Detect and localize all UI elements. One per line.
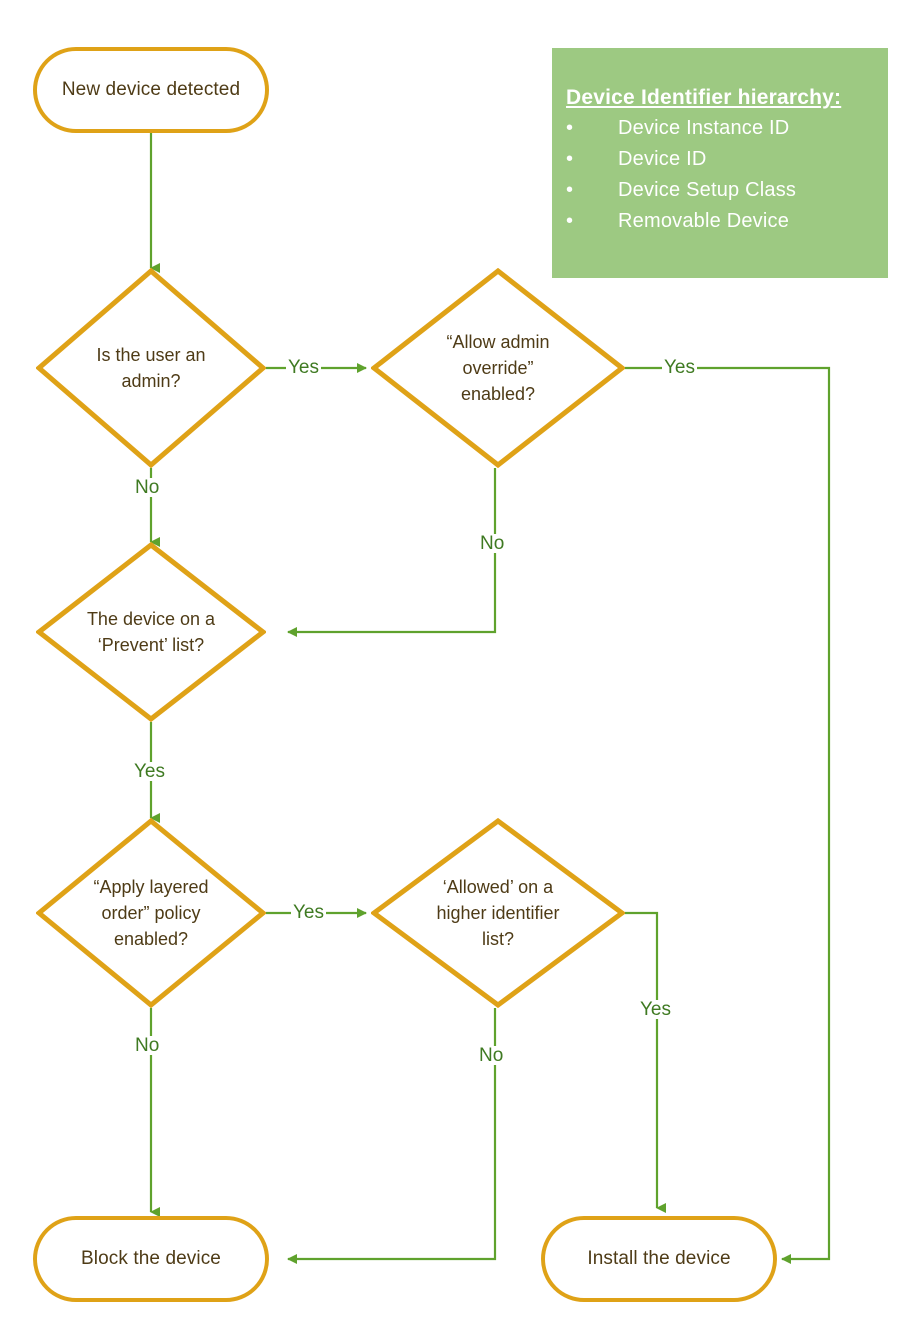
node-is-user-admin[interactable]: Is the user an admin? (36, 268, 266, 468)
node-prevent-list[interactable]: The device on a ‘Prevent’ list? (36, 542, 266, 722)
bullet-icon: • (566, 179, 574, 201)
diamond-shape (36, 818, 266, 1008)
legend-item: • Device ID (552, 144, 888, 175)
edge-override-no-to-prevent (287, 468, 497, 637)
node-allowed-higher-identifier-label: ‘Allowed’ on a higher identifier list? (436, 876, 560, 950)
legend-item-label: Removable Device (618, 210, 790, 232)
legend-item: • Removable Device (552, 206, 888, 237)
edge-label-layered-yes: Yes (291, 902, 326, 923)
bullet-icon: • (566, 117, 574, 139)
edge-override-yes-to-install (625, 366, 831, 1264)
edge-allowed-yes-to-install (625, 911, 666, 1213)
edge-label-override-yes: Yes (662, 357, 697, 378)
edge-allowed-no-to-block (287, 1008, 497, 1264)
node-start[interactable]: New device detected (33, 47, 269, 133)
node-is-user-admin-label: Is the user an admin? (96, 344, 206, 391)
legend-item-label: Device Instance ID (618, 117, 790, 139)
bullet-icon: • (566, 210, 574, 232)
edge-label-allowed-yes: Yes (638, 999, 673, 1020)
node-allowed-higher-identifier[interactable]: ‘Allowed’ on a higher identifier list? (371, 818, 625, 1008)
node-install-device-label: Install the device (587, 1248, 731, 1270)
legend-item-label: Device ID (618, 148, 707, 170)
node-apply-layered-order-label: “Apply layered order” policy enabled? (93, 876, 209, 950)
edge-label-layered-no: No (133, 1035, 162, 1056)
edge-label-override-no: No (478, 533, 507, 554)
node-block-device-label: Block the device (81, 1248, 221, 1270)
legend-list: • Device Instance ID • Device ID • Devic… (552, 113, 888, 237)
diamond-shape (371, 268, 625, 468)
diamond-shape (371, 818, 625, 1008)
legend-item: • Device Setup Class (552, 175, 888, 206)
node-block-device[interactable]: Block the device (33, 1216, 269, 1302)
edge-label-admin-no: No (133, 477, 162, 498)
diamond-shape (36, 542, 266, 722)
legend-item-label: Device Setup Class (618, 179, 797, 201)
node-prevent-list-label: The device on a ‘Prevent’ list? (86, 608, 216, 655)
node-apply-layered-order[interactable]: “Apply layered order” policy enabled? (36, 818, 266, 1008)
node-install-device[interactable]: Install the device (541, 1216, 777, 1302)
legend-title: Device Identifier hierarchy: (566, 86, 842, 109)
diamond-shape (36, 268, 266, 468)
node-start-label: New device detected (61, 79, 241, 101)
legend-device-identifier-hierarchy: Device Identifier hierarchy: • Device In… (552, 48, 888, 278)
edge-label-prevent-yes: Yes (132, 761, 167, 782)
node-allow-admin-override-label: “Allow admin override” enabled? (446, 331, 550, 405)
edge-label-allowed-no: No (477, 1045, 506, 1066)
legend-item: • Device Instance ID (552, 113, 888, 144)
node-allow-admin-override[interactable]: “Allow admin override” enabled? (371, 268, 625, 468)
bullet-icon: • (566, 148, 574, 170)
edge-label-admin-yes: Yes (286, 357, 321, 378)
